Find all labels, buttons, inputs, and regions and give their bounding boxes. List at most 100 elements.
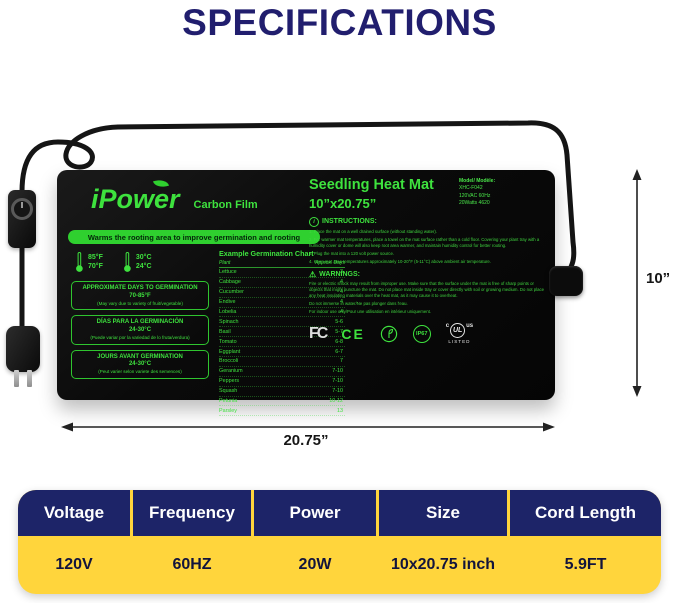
chart-row: Cabbage 4	[219, 278, 345, 288]
warning-item: For indoor use only/Pour une utilisation…	[309, 308, 432, 314]
instruction-item: 3. Plug the mat into a 120 volt power so…	[309, 250, 395, 256]
chart-days: 3	[340, 269, 343, 276]
dimmer-knob-icon	[11, 198, 33, 220]
chart-days: 13	[337, 407, 343, 414]
model-voltage: 120VAC 60Hz	[459, 192, 491, 199]
chart-days: 4	[340, 299, 343, 306]
info-icon: i	[309, 216, 319, 227]
temp-group-fahrenheit: 85°F 70°F	[75, 251, 103, 273]
temp-group-celsius: 30°C 24°C	[123, 251, 152, 273]
info-box-subtitle: 24-30°C	[128, 361, 152, 368]
spec-value-size: 10x20.75 inch	[390, 556, 496, 573]
model-info: Model/ Modèle: XHC-F042 120VAC 60Hz 20Wa…	[459, 178, 547, 207]
chart-days: 5-7	[335, 328, 343, 335]
chart-plant: Petunia	[219, 397, 238, 404]
chart-plant: Lettuce	[219, 269, 237, 276]
eco-icon	[380, 325, 397, 342]
germination-info-boxes: APPROXIMATE DAYS TO GERMINATION 70-85°F …	[71, 281, 209, 379]
info-box-title: APPROXIMATE DAYS TO GERMINATION	[82, 285, 198, 291]
temp-low: 24°C	[135, 263, 152, 270]
chart-plant: Geranium	[219, 368, 243, 375]
info-box-title: JOURS AVANT GERMINATION	[97, 353, 183, 360]
chart-plant: Tomato	[219, 338, 237, 345]
info-box-subtitle: 70-85°F	[129, 292, 151, 299]
chart-plant: Cabbage	[219, 279, 241, 286]
chart-plant: Peppers	[219, 378, 240, 385]
spec-header-power: Power	[254, 490, 376, 536]
mat-right-column: Model/ Modèle: XHC-F042 120VAC 60Hz 20Wa…	[309, 177, 547, 344]
chart-days: 4	[340, 279, 343, 286]
chart-row: Parsley 13	[219, 406, 345, 417]
chart-row: Petunia 10-12	[219, 397, 345, 407]
spec-table: Voltage Frequency Power Size Cord Length…	[18, 490, 661, 594]
spec-value-voltage: 120V	[55, 556, 93, 573]
germination-chart: Example Germination Chart Plant Approx. …	[219, 249, 345, 417]
chart-days: 7-10	[332, 388, 343, 395]
plug-prong	[14, 370, 19, 387]
chart-days: 4	[340, 289, 343, 296]
warnings-header: ⚠ WARNINGS:	[309, 269, 547, 279]
instructions-title: INSTRUCTIONS:	[322, 218, 377, 226]
model-wattage: 20Watts 4620	[459, 199, 490, 206]
spec-header-frequency: Frequency	[133, 490, 251, 536]
chart-plant: Eggplant	[219, 348, 241, 355]
temperature-range: 85°F 70°F 30°C 24°C	[75, 251, 152, 273]
spec-header-cord-length: Cord Length	[510, 490, 661, 536]
chart-plant: Spinach	[219, 318, 239, 325]
chart-plant: Cucumber	[219, 289, 244, 296]
page-title: SPECIFICATIONS	[182, 2, 497, 43]
temp-low: 70°F	[88, 263, 103, 270]
thermometer-icon	[123, 252, 131, 272]
chart-row: Squash 7-10	[219, 387, 345, 397]
chart-row: Tomato 6-8	[219, 337, 345, 348]
info-box-spanish: DÍAS PARA LA GERMINACIÓN 24-30°C (Puede …	[71, 315, 209, 345]
instruction-item: 2. For warmer mat temperatures, place a …	[309, 236, 540, 248]
info-box-title: DÍAS PARA LA GERMINACIÓN	[96, 319, 184, 326]
thermometer-icon	[76, 252, 83, 272]
info-box-subtitle: 24-30°C	[128, 327, 152, 334]
model-label: Model/ Modèle:	[459, 178, 496, 184]
spec-value-cord-length: 5.9FT	[564, 556, 607, 573]
warning-item: Do not immerse in water/Ne pas plonger d…	[309, 301, 408, 307]
chart-plant: Basil	[219, 328, 231, 335]
ul-listed-label: LISTED	[448, 339, 471, 345]
chart-row: Basil 5-7	[219, 327, 345, 338]
instruction-item: 1. Place the mat on a well drained surfa…	[309, 228, 438, 234]
ip67-badge: IP67	[412, 324, 431, 343]
ce-logo: CE	[341, 325, 365, 342]
ul-logo: c UL us LISTED	[446, 323, 473, 344]
chart-days: 6-8	[335, 338, 343, 345]
instructions-header: i INSTRUCTIONS:	[309, 216, 547, 227]
spec-value-frequency: 60HZ	[172, 556, 212, 573]
warnings-title: WARNINGS:	[319, 271, 361, 279]
info-box-note: (May vary due to variety of fruit/vegeta…	[97, 300, 183, 306]
brand-row: iPower Carbon Film	[91, 177, 258, 213]
height-dimension-label: 10”	[646, 270, 671, 287]
warning-icon: ⚠	[309, 269, 317, 279]
tagline-banner: Warms the rooting area to improve germin…	[68, 230, 320, 244]
info-box-english: APPROXIMATE DAYS TO GERMINATION 70-85°F …	[71, 281, 209, 311]
heat-mat: iPower Carbon Film Warms the rooting are…	[57, 170, 583, 417]
height-dimension-arrow	[632, 169, 642, 397]
spec-table-values: 120V 60HZ 20W 10x20.75 inch 5.9FT	[18, 536, 661, 594]
chart-plant: Squash	[219, 388, 238, 395]
chart-plant: Parsley	[219, 407, 237, 414]
width-dimension-label: 20.75”	[283, 432, 329, 449]
chart-days: 4	[340, 308, 343, 315]
chart-row: Lettuce 3	[219, 268, 345, 278]
power-plug	[6, 326, 40, 387]
fcc-logo: FC	[309, 324, 328, 342]
spec-header-size: Size	[379, 490, 507, 536]
chart-days: 10-12	[329, 397, 343, 404]
chart-col-plant: Plant	[219, 260, 231, 266]
chart-row: Cucumber 4	[219, 288, 345, 298]
certification-badges: FC CE IP67 c UL us LISTED	[309, 323, 547, 344]
